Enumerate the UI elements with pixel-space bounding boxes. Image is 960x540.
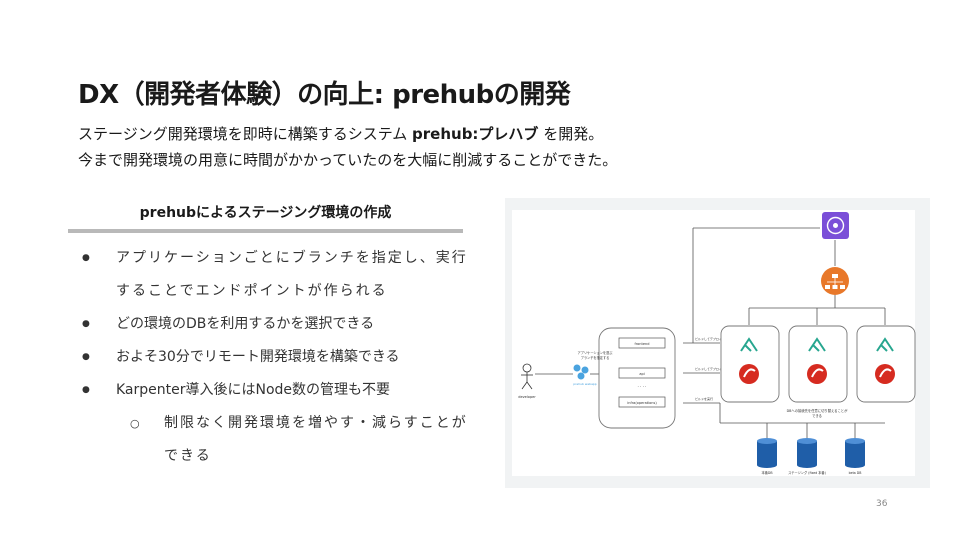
bullet-item: アプリケーションごとにブランチを指定し、実行 — [78, 242, 468, 275]
list-item-label: infra(operations) — [627, 401, 657, 405]
developer-label: developer — [518, 395, 536, 399]
architecture-diagram: developer アプリケーションを選ぶ ブランチを指定する prehub w… — [505, 198, 930, 488]
list-item-api — [618, 367, 666, 379]
list-item-infra — [618, 396, 666, 408]
database-icon — [845, 438, 865, 468]
bullet-item: およそ30分でリモート開発環境を構築できる — [78, 341, 468, 374]
db-label: ステージング (fixed 本番) — [788, 470, 826, 475]
env-pod-3 — [856, 325, 916, 403]
db-switch-label-2: できる — [812, 413, 822, 418]
list-item-frontend — [618, 337, 666, 349]
lead-line-1-post: を開発。 — [538, 125, 604, 143]
bullet-continuation: することでエンドポイントが作られる — [116, 283, 388, 299]
sub-bullet-continuation: できる — [164, 448, 212, 464]
lead-line-1: ステージング開発環境を即時に構築するシステム prehub:プレハブ を開発。 — [78, 121, 617, 147]
env-pod-1 — [720, 325, 780, 403]
branch-label: ビルドしてデプロイ — [695, 366, 722, 371]
slide-title: DX（開発者体験）の向上: prehubの開発 — [78, 80, 571, 110]
webapp-icon — [573, 364, 589, 380]
db-label: beta DB — [849, 471, 862, 475]
developer-icon — [521, 363, 533, 390]
db-switch-label-1: DBへの接続先を任意に切り替えることが — [787, 408, 848, 413]
app-caption: prehub webapp — [573, 382, 597, 386]
lead-text: ステージング開発環境を即時に構築するシステム prehub:プレハブ を開発。 … — [78, 121, 617, 173]
list-ellipsis: · · · · — [638, 384, 647, 389]
env-pod-2 — [788, 325, 848, 403]
branch-label: ビルドを実行 — [695, 396, 713, 401]
db-label: 本番DB — [761, 470, 772, 475]
database-icon — [757, 438, 777, 468]
list-item-label: api — [639, 372, 644, 376]
cluster-icon — [822, 212, 849, 239]
bullet-item: どの環境のDBを利用するかを選択できる — [78, 308, 468, 341]
page-number: 36 — [876, 499, 888, 509]
app-label-1: アプリケーションを選ぶ — [578, 350, 614, 355]
branch-label: ビルドしてデプロイ — [695, 336, 722, 341]
lead-line-2: 今まで開発環境の用意に時間がかかっていたのを大幅に削減することができた。 — [78, 151, 618, 169]
product-name: prehub:プレハブ — [412, 125, 539, 143]
database-icon — [797, 438, 817, 468]
sub-bullet-item: 制限なく開発環境を増やす・減らすことが — [78, 407, 468, 440]
list-item-label: frontend — [635, 342, 650, 346]
load-balancer-icon — [821, 267, 849, 295]
section-divider — [68, 229, 463, 233]
section-title: prehubによるステージング環境の作成 — [139, 205, 392, 221]
app-label-2: ブランチを指定する — [581, 355, 610, 360]
lead-line-1-pre: ステージング開発環境を即時に構築するシステム — [78, 125, 413, 143]
bullet-list: アプリケーションごとにブランチを指定し、実行 することでエンドポイントが作られる… — [78, 242, 468, 473]
bullet-item: Karpenter導入後にはNode数の管理も不要 — [78, 374, 468, 407]
